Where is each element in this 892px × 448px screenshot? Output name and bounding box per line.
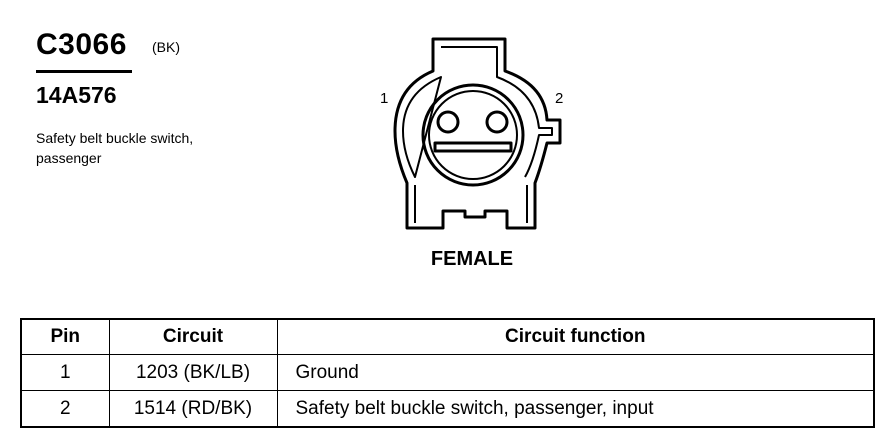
header-pin: Pin [20, 318, 110, 355]
title-divider [36, 70, 132, 73]
connector-housing-inner [441, 46, 553, 178]
connector-housing-outline [393, 37, 562, 230]
circuit-number: 1203 (BK/LB) [108, 354, 278, 391]
terminal-cavity-1 [436, 110, 460, 134]
pin-label-2: 2 [555, 90, 564, 107]
part-number: 14A576 [36, 82, 117, 108]
table-row: 1 1203 (BK/LB) Ground [20, 354, 875, 391]
connector-mating-face [421, 83, 525, 187]
terminal-cavity-2 [485, 110, 509, 134]
circuit-function: Safety belt buckle switch, passenger, in… [276, 390, 875, 428]
pin-number: 2 [20, 390, 110, 428]
pin-number: 1 [20, 354, 110, 391]
connector-face-diagram [393, 37, 562, 230]
header-circuit: Circuit [108, 318, 278, 355]
header-circuit-function: Circuit function [276, 318, 875, 355]
circuit-number: 1514 (RD/BK) [108, 390, 278, 428]
connector-id: C3066 [36, 28, 127, 61]
connector-gender: FEMALE [430, 248, 514, 270]
connector-description: Safety belt buckle switch, passenger [36, 130, 194, 166]
connector-color: (BK) [152, 39, 180, 55]
circuit-function: Ground [276, 354, 875, 391]
pin-label-1: 1 [380, 90, 389, 107]
terminal-slot [433, 141, 513, 153]
table-header-row: Pin Circuit Circuit function [20, 318, 875, 355]
table-row: 2 1514 (RD/BK) Safety belt buckle switch… [20, 390, 875, 428]
pinout-table: Pin Circuit Circuit function 1 1203 (BK/… [20, 318, 875, 428]
